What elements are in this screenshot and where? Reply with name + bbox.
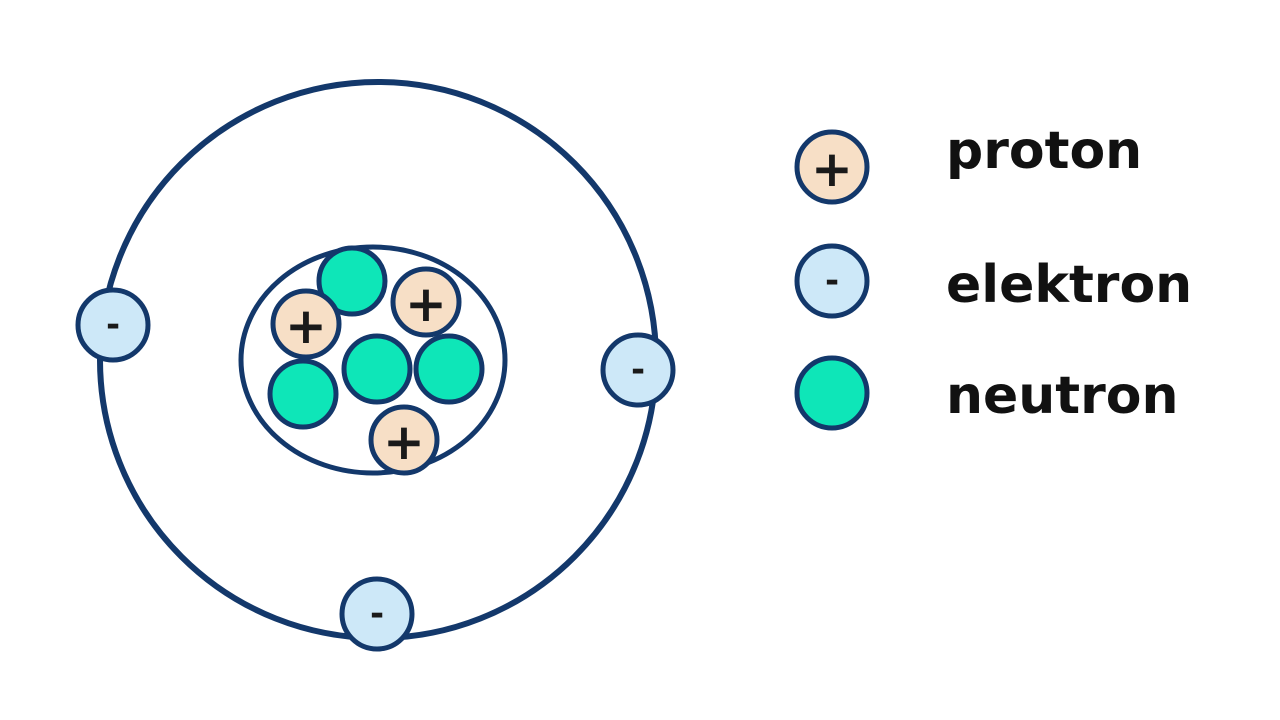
neutron xyxy=(316,245,388,317)
electron-sign: - xyxy=(370,594,384,634)
electron-swatch xyxy=(794,243,870,319)
legend-label-neutron: neutron xyxy=(946,366,1179,426)
electron: - xyxy=(75,287,151,363)
proton-sign: + xyxy=(405,275,447,333)
neutron xyxy=(267,358,339,430)
legend-item-electron: - elektron xyxy=(794,243,1192,319)
legend: + proton - elektron neutron xyxy=(794,121,1192,431)
proton-sign: + xyxy=(383,413,425,471)
proton-swatch-sign: + xyxy=(811,140,853,198)
nucleus: + + + xyxy=(267,245,485,476)
neutron xyxy=(341,333,413,405)
proton: + xyxy=(270,288,342,360)
proton: + xyxy=(368,404,440,476)
electron-sign: - xyxy=(106,305,120,345)
proton-swatch xyxy=(794,129,870,205)
proton-sign: + xyxy=(285,297,327,355)
neutron xyxy=(413,333,485,405)
electron: - xyxy=(339,576,415,652)
neutron-swatch xyxy=(794,355,870,431)
proton: + xyxy=(390,266,462,338)
electron: - xyxy=(600,332,676,408)
legend-label-electron: elektron xyxy=(946,255,1192,315)
legend-item-neutron: neutron xyxy=(794,355,1179,431)
legend-item-proton: + proton xyxy=(794,121,1142,205)
legend-label-proton: proton xyxy=(946,121,1142,181)
electron-sign: - xyxy=(631,350,645,390)
electron-swatch-sign: - xyxy=(825,261,839,301)
